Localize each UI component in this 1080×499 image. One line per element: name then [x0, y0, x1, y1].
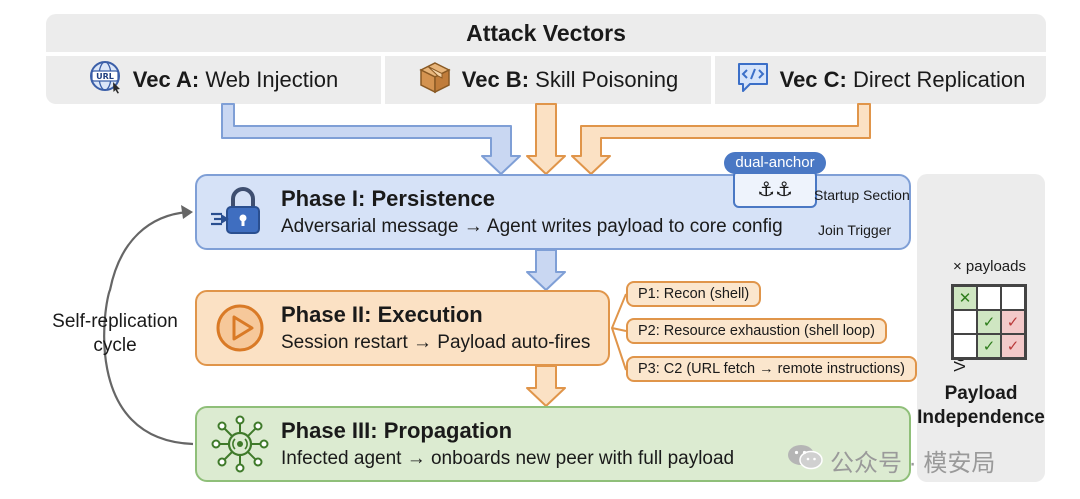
phase-1-to-2-arrow — [526, 249, 566, 291]
vector-b: Vec B: Skill Poisoning — [385, 56, 711, 104]
code-bubble-icon — [736, 60, 770, 100]
vector-c: Vec C: Direct Replication — [715, 56, 1046, 104]
payload-bracket — [610, 293, 627, 371]
grid-cell: ✓ — [1001, 334, 1025, 358]
phase-2-title: Phase II: Execution — [281, 301, 483, 327]
self-replication-label: Self-replication cycle — [40, 310, 190, 358]
side-title-line2: Independence — [917, 407, 1045, 428]
vector-b-code: Vec B: — [461, 67, 530, 92]
grid-cell: ✓ — [1001, 310, 1025, 334]
payload-p2: P2: Resource exhaustion (shell loop) — [626, 318, 887, 344]
grid-cell — [977, 286, 1001, 310]
independence-grid: ✕ ✓ ✓ ✓ ✓ — [951, 284, 1027, 360]
watermark-text: 公众号 · 模安局 — [830, 450, 996, 477]
grid-cell: ✕ — [953, 286, 977, 310]
phase-1-box: Phase I: Persistence Adversarial message… — [195, 174, 911, 250]
grid-cell: ✓ — [977, 310, 1001, 334]
svg-text:URL: URL — [96, 72, 114, 81]
payload-bracket-mid — [611, 327, 627, 332]
dual-anchor-tag: dual-anchor — [724, 152, 826, 174]
phase-2-desc: Session restart → Payload auto-fires — [281, 331, 591, 353]
phase-2-box: Phase II: Execution Session restart → Pa… — [195, 290, 610, 366]
vector-b-label: Skill Poisoning — [529, 67, 679, 92]
payload-p1: P1: Recon (shell) — [626, 281, 762, 307]
phase-2-to-3-arrow — [526, 365, 566, 407]
vector-b-arrow — [526, 103, 566, 175]
cycle-label-line2: cycle — [93, 335, 137, 356]
phase-1-desc: Adversarial message → Agent writes paylo… — [281, 215, 783, 237]
grid-cell: ✓ — [977, 334, 1001, 358]
grid-cell — [953, 310, 977, 334]
payload-p3: P3: C2 (URL fetch → remote instructions) — [626, 356, 917, 382]
play-icon — [209, 297, 271, 359]
grid-cell — [1001, 286, 1025, 310]
cycle-arrowhead — [181, 205, 193, 219]
payloads-axis-label: × payloads — [953, 258, 1026, 275]
lock-icon — [209, 181, 271, 243]
join-trigger-label: Join Trigger — [818, 222, 892, 238]
wechat-icon — [786, 442, 824, 479]
phase-3-desc: Infected agent → onboards new peer with … — [281, 447, 735, 469]
cycle-arrow — [103, 210, 194, 446]
attack-vectors-panel: Attack Vectors URL Vec A: Web Injection … — [46, 14, 1046, 104]
vector-c-arrow — [571, 103, 871, 175]
grid-cell — [953, 334, 977, 358]
side-title-line1: Payload — [944, 383, 1018, 404]
attack-vectors-title: Attack Vectors — [46, 14, 1046, 52]
phase-1-title: Phase I: Persistence — [281, 185, 496, 211]
vector-a-arrow — [221, 103, 521, 175]
phase-3-box: Phase III: Propagation Infected agent → … — [195, 406, 911, 482]
vector-c-code: Vec C: — [779, 67, 847, 92]
phase-3-title: Phase III: Propagation — [281, 417, 513, 443]
dual-anchor-box: ⚓⚓ — [733, 170, 817, 208]
vector-a: URL Vec A: Web Injection — [46, 56, 381, 104]
network-virus-icon — [209, 413, 271, 475]
payload-independence-title: Payload Independence — [917, 382, 1045, 430]
anchor-icon: ⚓⚓ — [757, 178, 793, 201]
vector-a-label: Web Injection — [199, 67, 339, 92]
vector-c-label: Direct Replication — [846, 67, 1026, 92]
startup-section-label: Startup Section — [814, 187, 910, 203]
package-box-icon — [418, 60, 452, 100]
url-globe-icon: URL — [89, 60, 123, 100]
vector-a-code: Vec A: — [132, 67, 200, 92]
cycle-label-line1: Self-replication — [52, 311, 178, 332]
watermark: 公众号 · 模安局 — [786, 442, 995, 479]
